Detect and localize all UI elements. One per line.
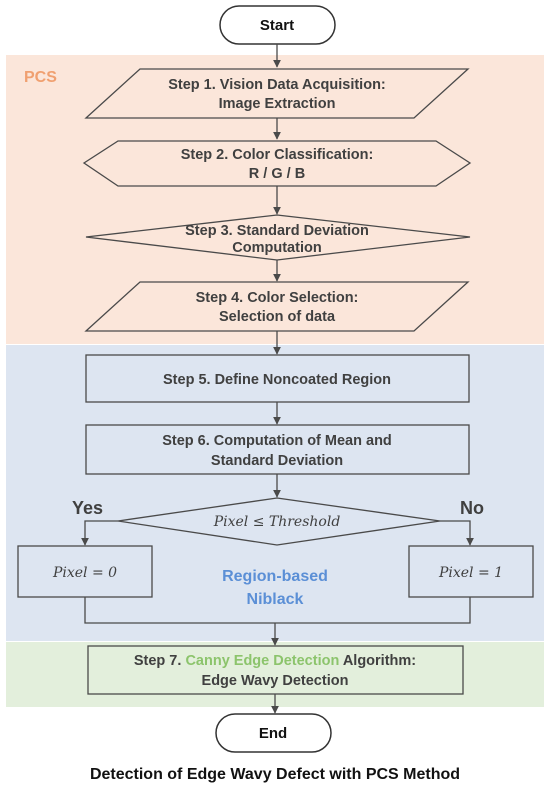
step7-canny-highlight: Canny Edge Detection — [185, 653, 339, 669]
no-label: No — [460, 498, 484, 518]
start-label: Start — [260, 17, 294, 34]
step7-process-box — [87, 645, 464, 695]
connector-no-merge — [275, 597, 471, 624]
figure-caption: Detection of Edge Wavy Defect with PCS M… — [89, 766, 461, 783]
step4-label-line2: Selection of data — [219, 309, 336, 325]
step2-label-line2: R / G / B — [249, 166, 305, 182]
step6-process-box — [85, 424, 470, 475]
pcs-region-label: PCS — [24, 69, 57, 86]
step3-label-line2: Computation — [232, 240, 321, 256]
pixel-zero-label: Pixel = 0 — [52, 565, 117, 581]
pixel-zero-box — [17, 545, 153, 598]
step3-label-line1: Step 3. Standard Deviation — [185, 223, 369, 239]
connector-yes-merge — [84, 597, 275, 624]
end-label: End — [259, 725, 287, 742]
step5-label: Step 5. Define Noncoated Region — [163, 372, 391, 388]
yes-label: Yes — [72, 498, 103, 518]
step7-suffix: Algorithm: — [339, 653, 416, 669]
step4-io-shape — [84, 281, 470, 332]
step1-io-shape — [84, 68, 470, 119]
step7-prefix: Step 7. — [134, 653, 186, 669]
step1-label-line2: Image Extraction — [219, 96, 336, 112]
step2-label-line1: Step 2. Color Classification: — [181, 147, 374, 163]
pixel-one-box — [408, 545, 534, 598]
end-terminal — [215, 713, 332, 753]
connector-decision-yes — [81, 520, 118, 546]
step6-label-line1: Step 6. Computation of Mean and — [162, 433, 392, 449]
pixel-one-label: Pixel = 1 — [438, 565, 503, 581]
step7-label-line2: Edge Wavy Detection — [202, 673, 349, 689]
step2-preparation-shape — [82, 140, 472, 187]
step6-label-line2: Standard Deviation — [211, 453, 343, 469]
step1-label-line1: Step 1. Vision Data Acquisition: — [168, 77, 386, 93]
threshold-decision-shape — [117, 497, 441, 546]
step4-label-line1: Step 4. Color Selection: — [196, 290, 359, 306]
step5-process-box — [85, 354, 470, 403]
niblack-region-label-line2: Niblack — [247, 591, 304, 608]
niblack-region-label-line1: Region-based — [222, 568, 328, 585]
step3-decision-shape — [85, 214, 471, 261]
threshold-condition: Pixel ≤ Threshold — [213, 514, 341, 530]
connector-decision-no — [440, 520, 474, 546]
step7-label-line1: Step 7. Canny Edge Detection Algorithm: — [134, 653, 416, 669]
